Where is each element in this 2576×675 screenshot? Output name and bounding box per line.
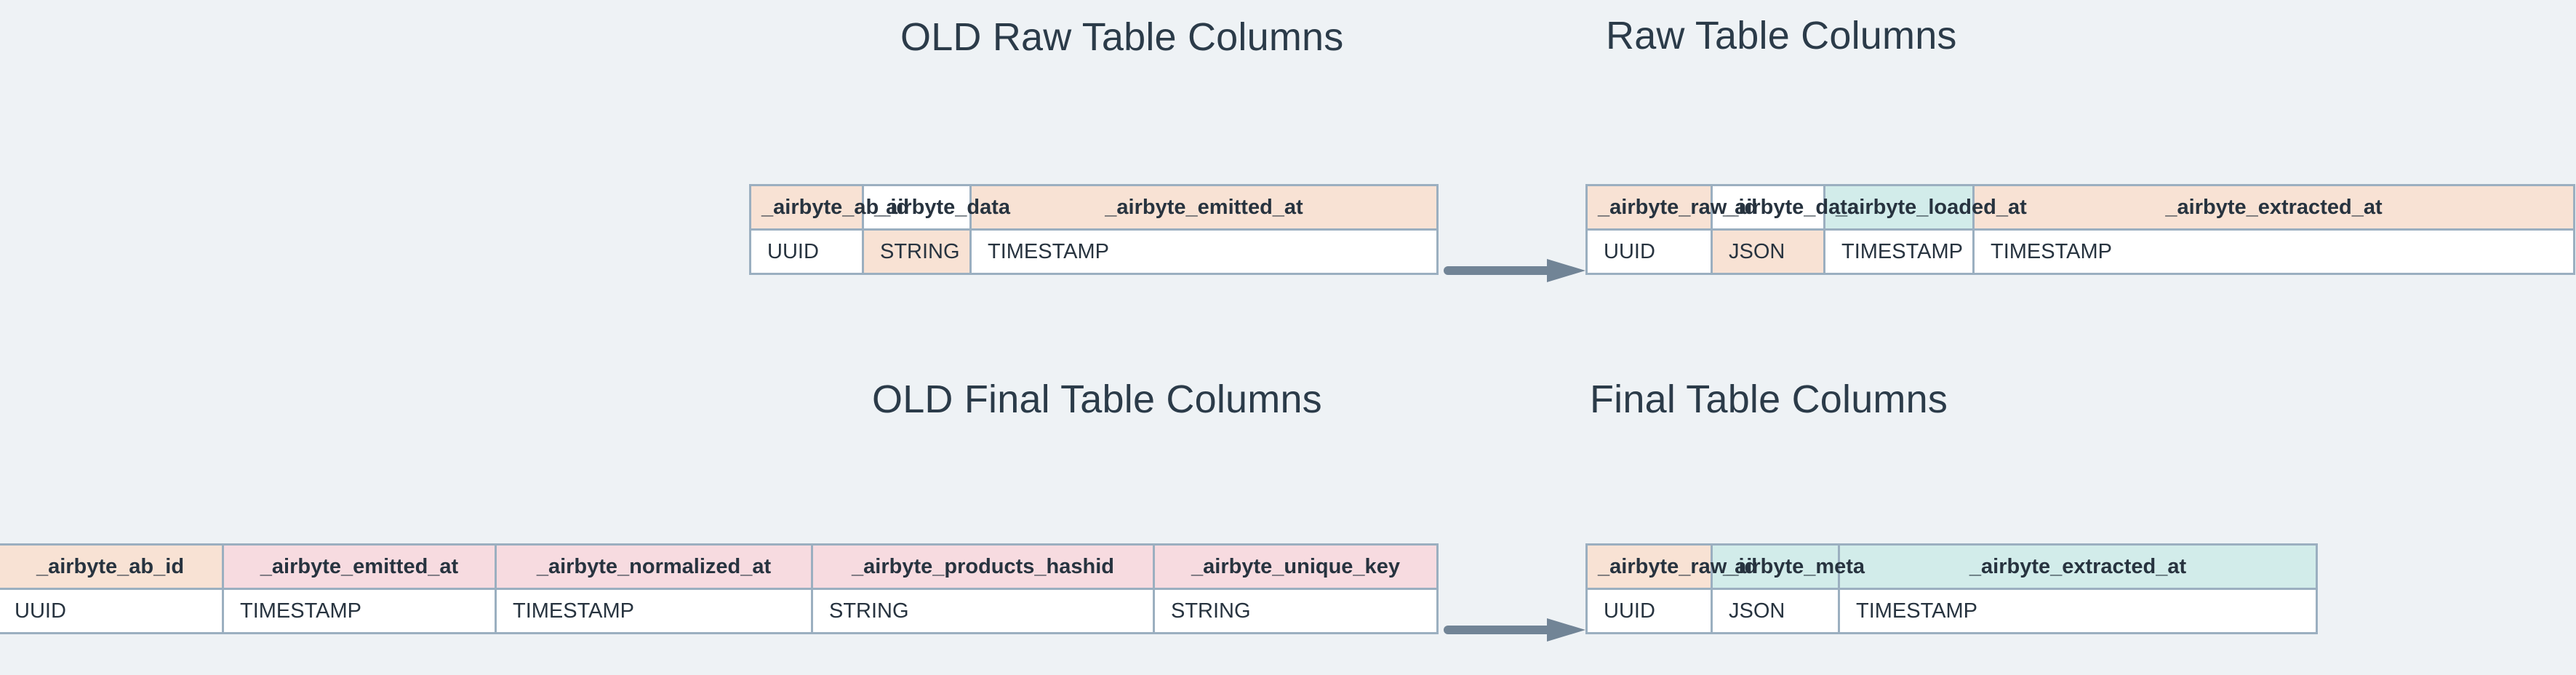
column-header-cell: _airbyte_ab_id bbox=[749, 184, 909, 231]
column-type-cell: TIMESTAMP bbox=[222, 588, 497, 634]
column-type-cell: TIMESTAMP bbox=[969, 228, 1439, 275]
column-header-cell: _airbyte_unique_key bbox=[1153, 543, 1439, 590]
column-header-cell: _airbyte_emitted_at bbox=[222, 543, 497, 590]
section-title-old-raw: OLD Raw Table Columns bbox=[900, 15, 1344, 59]
column-header-cell: _airbyte_emitted_at bbox=[969, 184, 1439, 231]
table-header-row: _airbyte_ab_id _airbyte_emitted_at _airb… bbox=[0, 543, 1439, 590]
column-header-cell: _airbyte_raw_id bbox=[1585, 543, 1757, 590]
column-type-cell: STRING bbox=[862, 228, 972, 275]
column-type-cell: JSON bbox=[1711, 228, 1825, 275]
column-header-cell: _airbyte_meta bbox=[1711, 543, 1865, 590]
column-header-cell: _airbyte_extracted_at bbox=[1972, 184, 2575, 231]
column-header-cell: _airbyte_extracted_at bbox=[1838, 543, 2318, 590]
column-type-cell: STRING bbox=[1153, 588, 1439, 634]
table-final: _airbyte_raw_id _airbyte_meta _airbyte_e… bbox=[1585, 543, 2318, 634]
column-type-cell: UUID bbox=[1585, 588, 1713, 634]
column-header-cell: _airbyte_normalized_at bbox=[495, 543, 813, 590]
column-type-cell: TIMESTAMP bbox=[495, 588, 813, 634]
column-type-cell: TIMESTAMP bbox=[1838, 588, 2318, 634]
column-type-cell: UUID bbox=[0, 588, 224, 634]
column-header-cell: _airbyte_loaded_at bbox=[1823, 184, 2027, 231]
column-header-cell: _airbyte_products_hashid bbox=[811, 543, 1155, 590]
arrow-right-icon bbox=[1444, 608, 1585, 652]
section-title-raw: Raw Table Columns bbox=[1606, 14, 1957, 57]
table-raw: _airbyte_raw_id _airbyte_data _airbyte_l… bbox=[1585, 184, 2575, 275]
column-type-cell: STRING bbox=[811, 588, 1155, 634]
column-type-cell: UUID bbox=[1585, 228, 1713, 275]
table-type-row: UUID TIMESTAMP TIMESTAMP STRING STRING bbox=[0, 588, 1439, 634]
column-type-cell: UUID bbox=[749, 228, 864, 275]
table-old-final: _airbyte_ab_id _airbyte_emitted_at _airb… bbox=[0, 543, 1439, 634]
section-title-final: Final Table Columns bbox=[1590, 378, 1948, 421]
column-header-cell: _airbyte_data bbox=[862, 184, 1010, 231]
table-header-row: _airbyte_ab_id _airbyte_data _airbyte_em… bbox=[749, 184, 1439, 231]
column-header-cell: _airbyte_ab_id bbox=[0, 543, 224, 590]
table-old-raw: _airbyte_ab_id _airbyte_data _airbyte_em… bbox=[749, 184, 1439, 275]
column-header-cell: _airbyte_data bbox=[1711, 184, 1859, 231]
table-header-row: _airbyte_raw_id _airbyte_data _airbyte_l… bbox=[1585, 184, 2575, 231]
column-header-cell: _airbyte_raw_id bbox=[1585, 184, 1757, 231]
table-type-row: UUID JSON TIMESTAMP bbox=[1585, 588, 2318, 634]
table-header-row: _airbyte_raw_id _airbyte_meta _airbyte_e… bbox=[1585, 543, 2318, 590]
arrow-right-icon bbox=[1444, 249, 1585, 292]
column-type-cell: TIMESTAMP bbox=[1972, 228, 2575, 275]
table-type-row: UUID STRING TIMESTAMP bbox=[749, 228, 1439, 275]
table-type-row: UUID JSON TIMESTAMP TIMESTAMP bbox=[1585, 228, 2575, 275]
section-title-old-final: OLD Final Table Columns bbox=[872, 378, 1322, 421]
column-type-cell: TIMESTAMP bbox=[1823, 228, 1975, 275]
column-type-cell: JSON bbox=[1711, 588, 1840, 634]
